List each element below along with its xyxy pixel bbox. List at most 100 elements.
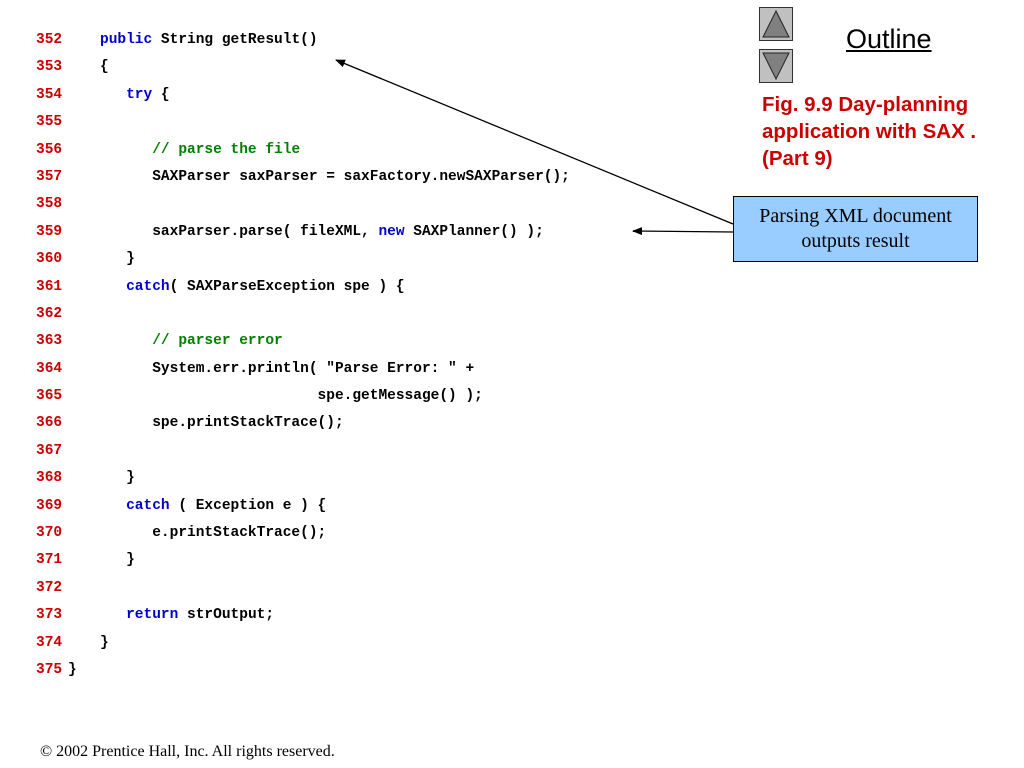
code-token: spe.getMessage() ); bbox=[100, 388, 483, 405]
previous-slide-button[interactable] bbox=[759, 7, 793, 41]
code-text: System.err.println( "Parse Error: " + bbox=[100, 356, 474, 383]
code-line: 359 saxParser.parse( fileXML, new SAXPla… bbox=[0, 219, 720, 246]
code-token: } bbox=[100, 251, 135, 268]
code-comment: // parser error bbox=[152, 333, 283, 350]
code-text: try { bbox=[100, 82, 170, 109]
code-line: 357 SAXParser saxParser = saxFactory.new… bbox=[0, 164, 720, 191]
line-number: 369 bbox=[36, 497, 63, 514]
code-line: 369 catch ( Exception e ) { bbox=[0, 493, 720, 520]
line-number: 352 bbox=[36, 32, 63, 48]
keyword: return bbox=[126, 607, 179, 624]
code-token: SAXParser saxParser = saxFactory.newSAXP… bbox=[100, 168, 570, 185]
arrow-to-getresult bbox=[335, 59, 734, 225]
code-text: SAXParser saxParser = saxFactory.newSAXP… bbox=[100, 164, 570, 191]
line-number: 353 bbox=[36, 59, 63, 76]
line-number: 374 bbox=[36, 634, 63, 651]
triangle-down-icon bbox=[762, 52, 790, 81]
line-number: 371 bbox=[36, 552, 63, 569]
arrow-to-parse-call bbox=[632, 227, 734, 236]
line-number: 361 bbox=[36, 278, 63, 295]
code-token: ( SAXParseException spe ) { bbox=[169, 278, 405, 295]
line-number: 357 bbox=[36, 168, 63, 185]
code-text: } bbox=[68, 657, 77, 684]
code-line: 354 try { bbox=[0, 82, 720, 109]
code-token: } bbox=[100, 634, 109, 651]
code-text: // parse the file bbox=[100, 137, 300, 164]
line-number: 366 bbox=[36, 415, 63, 432]
code-line: 365 spe.getMessage() ); bbox=[0, 383, 720, 410]
line-number: 365 bbox=[36, 388, 63, 405]
code-line: 364 System.err.println( "Parse Error: " … bbox=[0, 356, 720, 383]
line-number: 375 bbox=[36, 661, 63, 678]
line-number: 358 bbox=[36, 196, 63, 213]
line-number: 370 bbox=[36, 525, 63, 542]
code-text: } bbox=[100, 465, 135, 492]
code-line: 370 e.printStackTrace(); bbox=[0, 520, 720, 547]
figure-title: Fig. 9.9 Day-planning application with S… bbox=[762, 93, 977, 170]
keyword: public bbox=[100, 32, 153, 48]
code-text: spe.getMessage() ); bbox=[100, 383, 483, 410]
line-number: 356 bbox=[36, 141, 63, 158]
code-text: e.printStackTrace(); bbox=[100, 520, 326, 547]
code-line: 371 } bbox=[0, 547, 720, 574]
code-token: ( Exception e ) { bbox=[169, 497, 327, 514]
code-token: { bbox=[100, 59, 109, 76]
line-number: 360 bbox=[36, 251, 63, 268]
code-token: saxParser.parse( fileXML, bbox=[100, 223, 379, 240]
code-text: public String getResult() bbox=[100, 27, 318, 54]
code-line: 366 spe.printStackTrace(); bbox=[0, 410, 720, 437]
keyword: catch bbox=[126, 278, 170, 295]
code-text: { bbox=[100, 54, 109, 81]
code-line: 355 bbox=[0, 109, 720, 136]
code-token: SAXPlanner() ); bbox=[404, 223, 544, 240]
code-line: 374} bbox=[0, 630, 720, 657]
code-token: System.err.println( "Parse Error: " + bbox=[100, 360, 475, 377]
triangle-up-icon bbox=[762, 9, 790, 38]
code-token: String getResult() bbox=[152, 32, 318, 48]
code-token: } bbox=[100, 552, 135, 569]
code-line: 367 bbox=[0, 438, 720, 465]
line-number: 368 bbox=[36, 470, 63, 487]
code-token: e.printStackTrace(); bbox=[100, 525, 327, 542]
code-token: } bbox=[68, 661, 77, 678]
outline-link[interactable]: Outline bbox=[846, 24, 932, 54]
keyword: new bbox=[378, 223, 405, 240]
line-number: 362 bbox=[36, 305, 63, 322]
code-listing: 352 public String getResult() 353 {354 try … bbox=[0, 27, 720, 684]
code-token: { bbox=[152, 86, 170, 103]
next-slide-button[interactable] bbox=[759, 49, 793, 83]
code-line: 353 { bbox=[0, 54, 720, 81]
line-number: 355 bbox=[36, 114, 63, 131]
line-number: 363 bbox=[36, 333, 63, 350]
code-comment: // parse the file bbox=[152, 141, 301, 158]
code-text: } bbox=[100, 246, 135, 273]
code-token: } bbox=[100, 470, 135, 487]
line-number: 367 bbox=[36, 442, 63, 459]
code-text: catch( SAXParseException spe ) { bbox=[100, 274, 405, 301]
line-number: 359 bbox=[36, 223, 63, 240]
keyword: try bbox=[126, 86, 153, 103]
code-line: 368 } bbox=[0, 465, 720, 492]
line-number: 373 bbox=[36, 607, 63, 624]
keyword: catch bbox=[126, 497, 170, 514]
callout-box: Parsing XML document outputs result bbox=[733, 196, 978, 262]
line-number: 354 bbox=[36, 86, 63, 103]
code-line: 358 bbox=[0, 191, 720, 218]
code-line: 362 bbox=[0, 301, 720, 328]
line-number: 364 bbox=[36, 360, 63, 377]
code-line: 372 bbox=[0, 575, 720, 602]
code-line: 352 public String getResult() bbox=[0, 27, 720, 54]
code-line: 375} bbox=[0, 657, 720, 684]
code-text: saxParser.parse( fileXML, new SAXPlanner… bbox=[100, 219, 544, 246]
code-line: 360 } bbox=[0, 246, 720, 273]
code-text: // parser error bbox=[100, 328, 283, 355]
code-text: } bbox=[100, 630, 109, 657]
line-number: 372 bbox=[36, 579, 63, 596]
code-text: } bbox=[100, 547, 135, 574]
code-line: 356 // parse the file bbox=[0, 137, 720, 164]
code-token: strOutput; bbox=[178, 607, 275, 624]
code-line: 363 // parser error bbox=[0, 328, 720, 355]
code-text: return strOutput; bbox=[100, 602, 274, 629]
code-text: catch ( Exception e ) { bbox=[100, 493, 326, 520]
